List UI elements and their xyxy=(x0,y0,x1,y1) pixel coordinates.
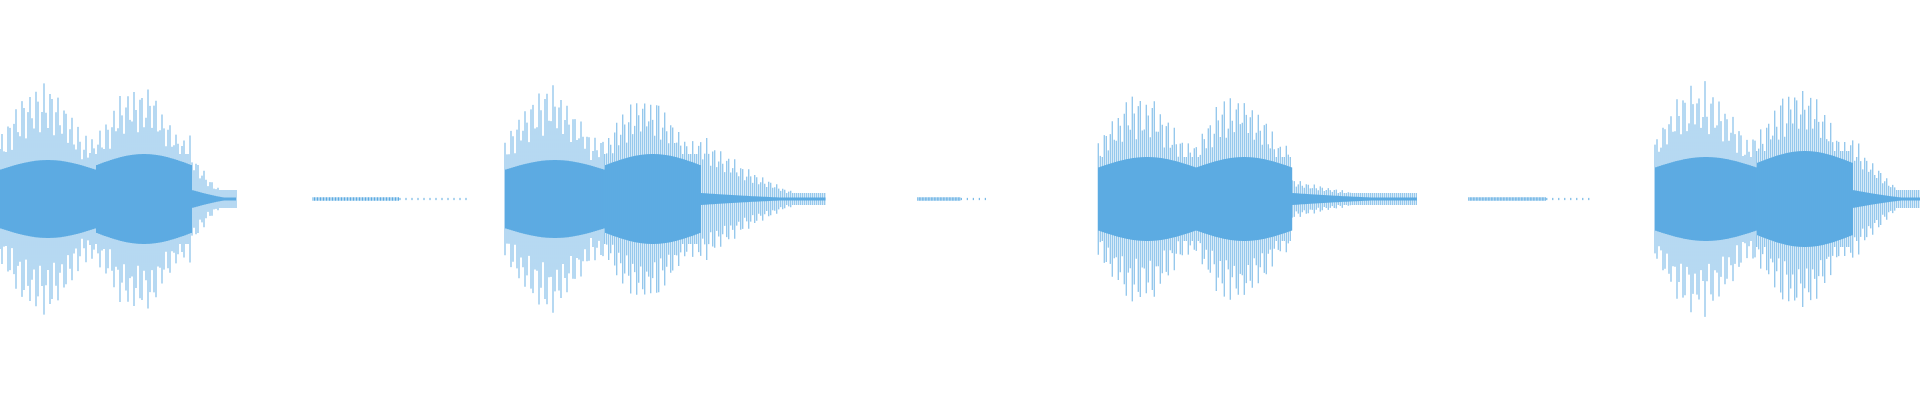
waveform-burst-2 xyxy=(504,85,986,313)
waveform-lobe xyxy=(1756,91,1853,307)
waveform-oscillation xyxy=(1852,140,1920,258)
waveform-oscillation xyxy=(700,138,826,260)
waveform-lobe xyxy=(1852,140,1920,258)
waveform-oscillation xyxy=(1654,81,1756,317)
waveform-lobe xyxy=(1291,180,1417,218)
waveform-lobe xyxy=(95,89,192,309)
waveform-lobe xyxy=(0,83,96,315)
waveform-lobe xyxy=(1654,81,1757,317)
waveform-oscillation xyxy=(191,162,237,236)
waveform-oscillation xyxy=(1097,96,1195,302)
waveform-lobe xyxy=(1195,98,1293,300)
waveform-burst-4 xyxy=(1654,81,1920,317)
waveform-segments xyxy=(0,81,1920,317)
waveform-oscillation xyxy=(504,85,604,313)
waveform-tail xyxy=(917,197,986,201)
waveform-tail xyxy=(1468,197,1590,201)
waveform-lobe xyxy=(191,162,237,236)
waveform-oscillation xyxy=(1195,98,1291,300)
waveform-lobe xyxy=(1097,96,1197,302)
waveform-tail xyxy=(312,197,467,201)
waveform-oscillation xyxy=(1291,180,1417,218)
waveform-oscillation xyxy=(1756,91,1852,307)
waveform-lobe xyxy=(504,85,605,313)
waveform-burst-3 xyxy=(1097,96,1590,302)
waveform-oscillation xyxy=(604,103,700,295)
waveform-oscillation xyxy=(0,83,95,315)
waveform-lobe xyxy=(700,138,826,260)
waveform-lobe xyxy=(604,103,701,295)
waveform-burst-1 xyxy=(0,83,467,315)
waveform-oscillation xyxy=(95,89,191,309)
